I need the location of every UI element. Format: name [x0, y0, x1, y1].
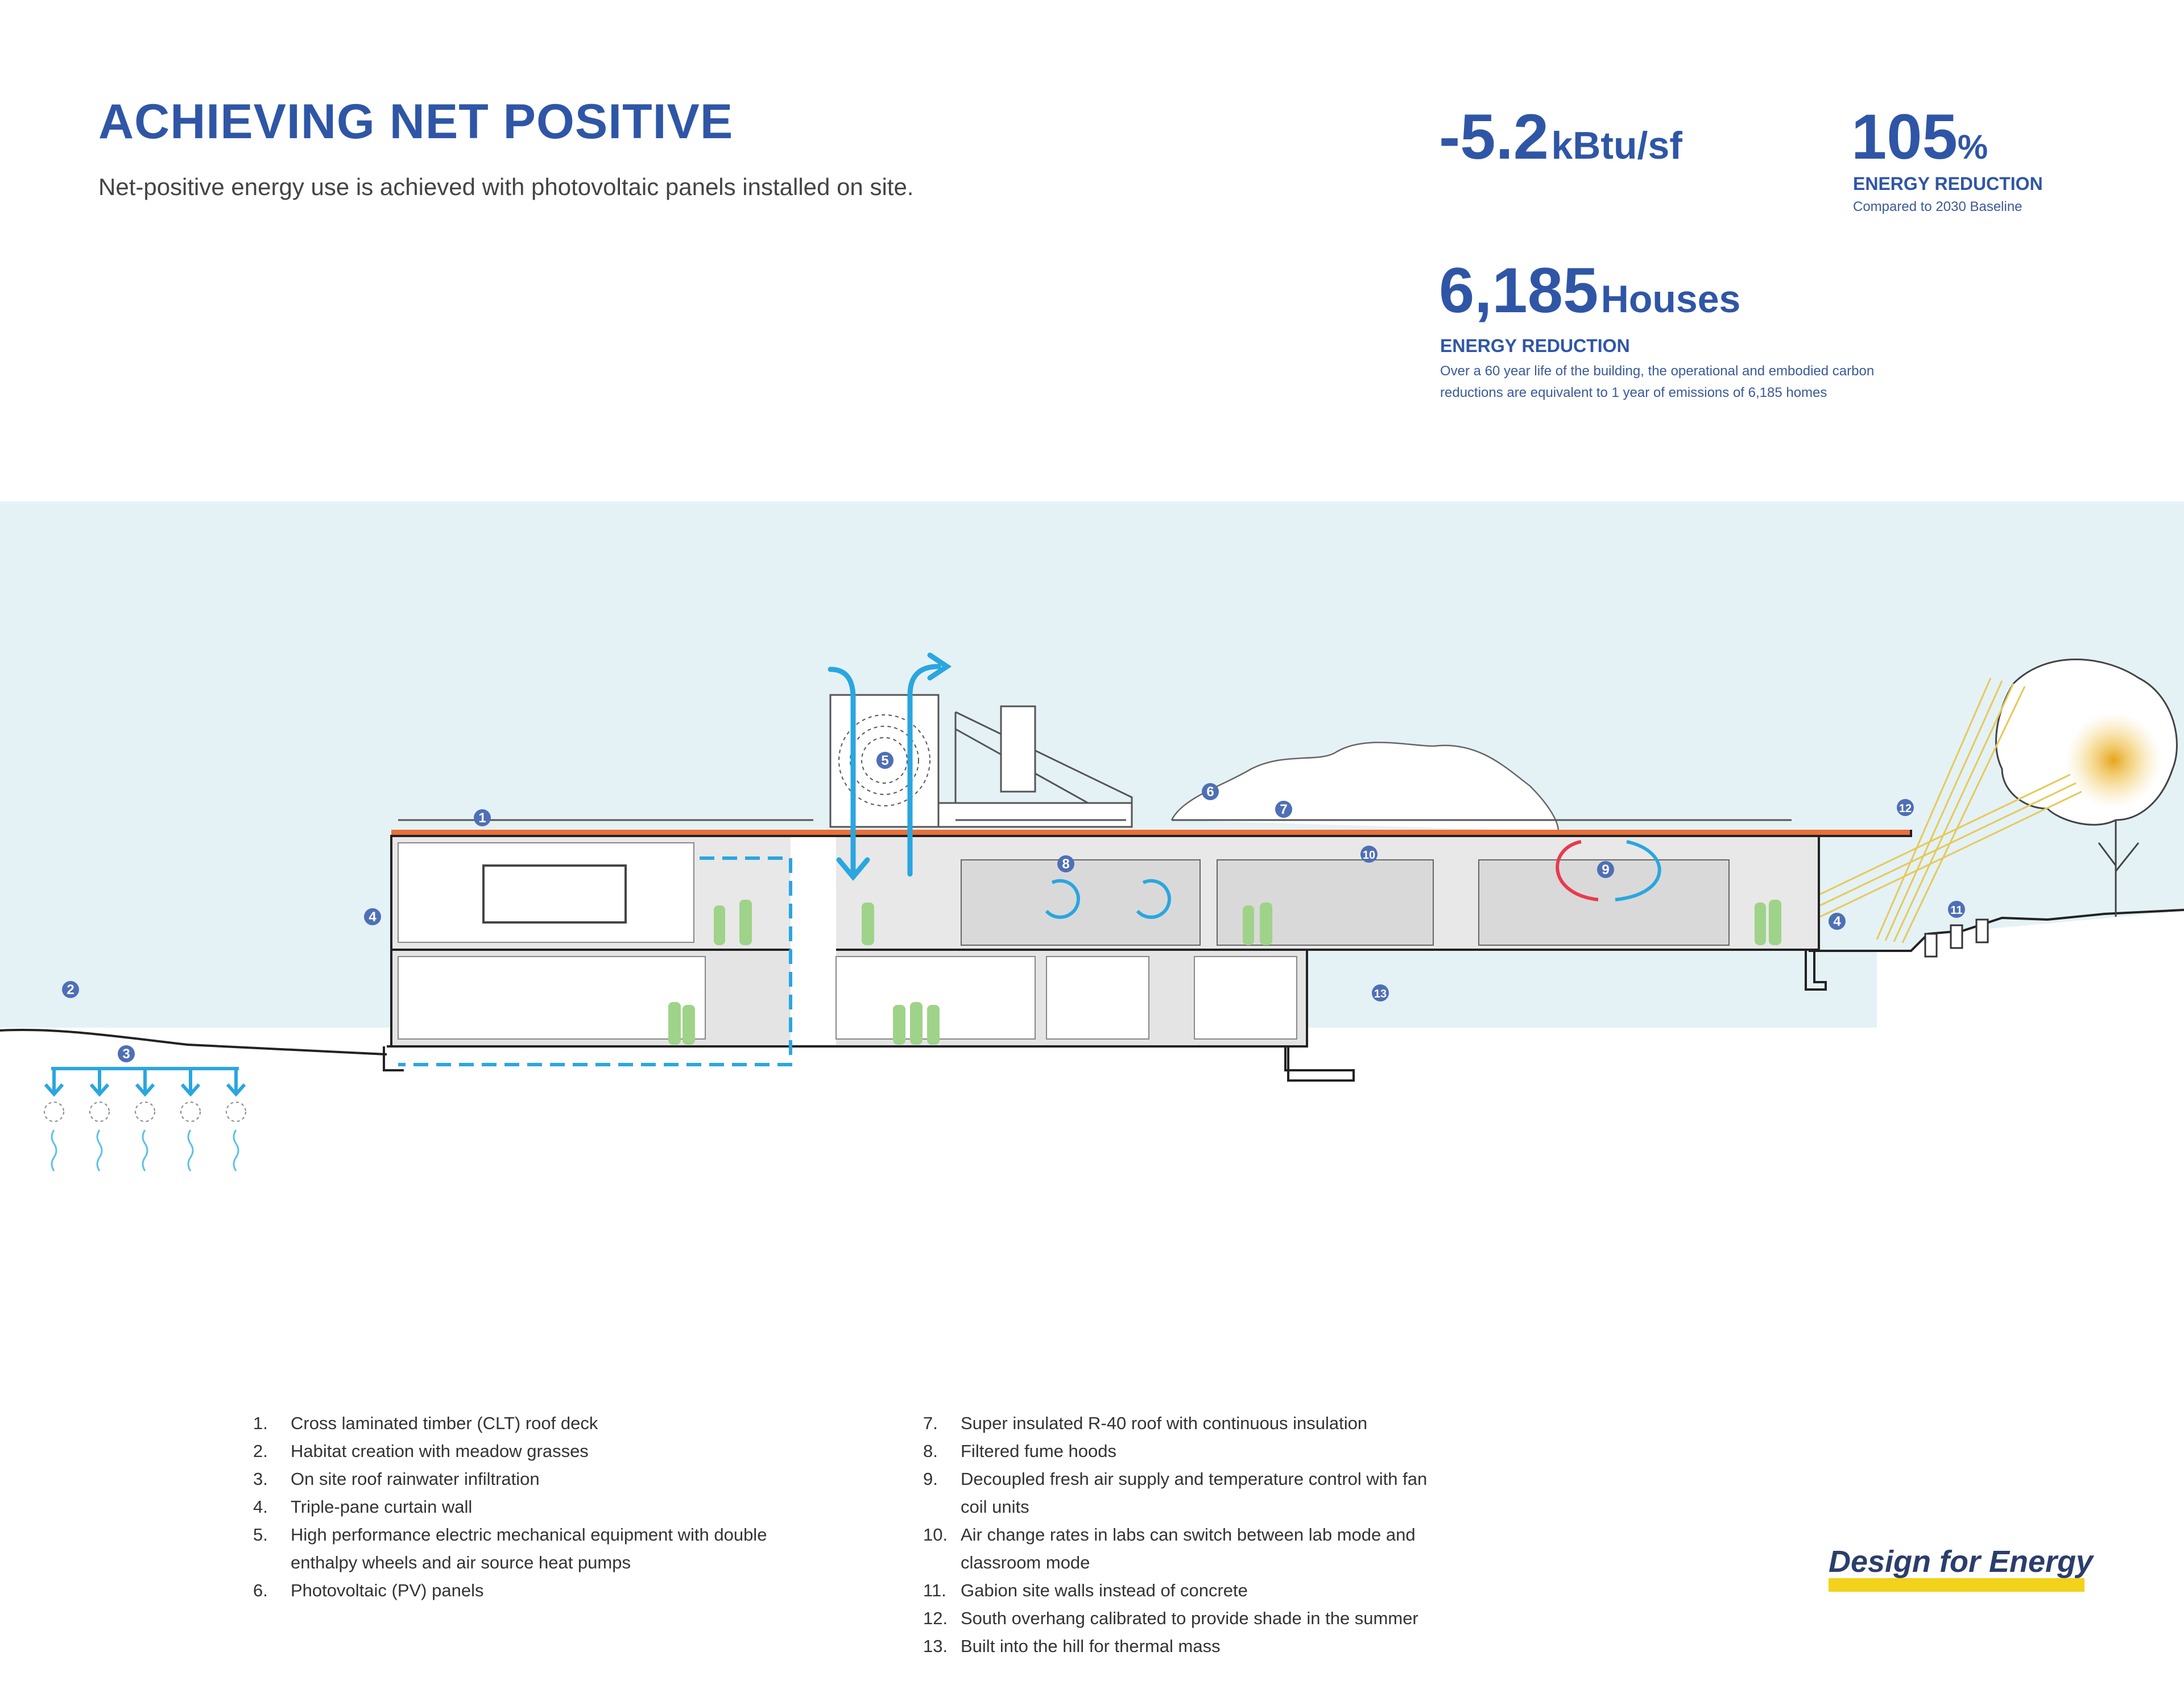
- sun-rays: [1808, 677, 2082, 943]
- building-section-diagram: 1 2 3 4 4 5 6 7 8 9 10 11 12 13: [0, 502, 2184, 1212]
- reduction-unit: %: [1957, 128, 1988, 166]
- legend-item: 1.Cross laminated timber (CLT) roof deck: [253, 1413, 598, 1433]
- marker-2: 2: [67, 982, 74, 997]
- legend-item: 2.Habitat creation with meadow grasses: [253, 1441, 589, 1461]
- marker-3: 3: [122, 1046, 130, 1062]
- reduction-note: Compared to 2030 Baseline: [1853, 199, 2022, 214]
- sun-icon: [2065, 712, 2162, 809]
- marker-9: 9: [1602, 862, 1609, 877]
- eui-value: -5.2: [1439, 101, 1549, 172]
- fume-hood-circulation: [1045, 879, 1171, 919]
- reduction-label: ENERGY REDUCTION: [1853, 173, 2043, 194]
- upper-lab-1: [961, 859, 1201, 946]
- ground-line: [0, 1029, 387, 1055]
- legend-item: 9.Decoupled fresh air supply and tempera…: [923, 1469, 1428, 1517]
- gabion-walls: [1924, 918, 1989, 958]
- lower-room-1: [398, 956, 706, 1040]
- reduction-stat: 105%: [1851, 105, 1988, 169]
- lower-room-4: [1194, 956, 1297, 1040]
- rainwater-route: [398, 856, 792, 1066]
- marker-6: 6: [1206, 784, 1214, 800]
- page-subtitle: Net-positive energy use is achieved with…: [98, 173, 914, 200]
- diagram-markers: 1 2 3 4 4 5 6 7 8 9 10 11 12 13: [62, 752, 1965, 1062]
- page-title: ACHIEVING NET POSITIVE: [98, 94, 734, 149]
- legend-item: 6.Photovoltaic (PV) panels: [253, 1580, 484, 1600]
- houses-note: Over a 60 year life of the building, the…: [1440, 361, 1874, 404]
- houses-unit: Houses: [1600, 278, 1741, 321]
- marker-13: 13: [1374, 988, 1387, 1000]
- legend-left: 1.Cross laminated timber (CLT) roof deck…: [253, 1409, 780, 1604]
- legend-item: 12.South overhang calibrated to provide …: [923, 1608, 1418, 1628]
- legend-item: 7.Super insulated R-40 roof with continu…: [923, 1413, 1368, 1433]
- houses-label: ENERGY REDUCTION: [1440, 336, 1630, 356]
- reduction-value: 105: [1851, 101, 1958, 172]
- mech-shaft: [791, 837, 836, 1045]
- marker-8: 8: [1062, 856, 1069, 872]
- marker-7: 7: [1280, 802, 1287, 817]
- legend-item: 11.Gabion site walls instead of concrete: [923, 1580, 1248, 1600]
- heat-pump-frame: [937, 705, 1133, 828]
- brand-tagline: Design for Energy: [1829, 1545, 2094, 1579]
- legend-item: 3.On site roof rainwater infiltration: [253, 1469, 540, 1489]
- legend-item: 8.Filtered fume hoods: [923, 1441, 1116, 1461]
- marker-10: 10: [1363, 849, 1375, 862]
- infiltration-wells: [44, 1069, 246, 1172]
- marker-5: 5: [881, 753, 888, 768]
- houses-stat: 6,185 Houses: [1439, 259, 1740, 322]
- legend-item: 13.Built into the hill for thermal mass: [923, 1636, 1221, 1656]
- houses-note-line-2: reductions are equivalent to 1 year of e…: [1440, 385, 1827, 400]
- fan-coil-cool-arrow: [1615, 840, 1661, 901]
- occupants: [668, 900, 1781, 1045]
- fan-icon: [838, 714, 930, 806]
- houses-value: 6,185: [1439, 255, 1599, 326]
- marker-12: 12: [1899, 802, 1912, 815]
- airflow-arrows: [828, 652, 952, 881]
- marker-4-left: 4: [369, 909, 377, 925]
- marker-11: 11: [1950, 904, 1962, 917]
- fan-coil-warm-arrow: [1556, 840, 1599, 901]
- tree-canopy-outline: [1170, 742, 1560, 832]
- lower-room-3: [1046, 956, 1149, 1040]
- roof-insulation: [391, 830, 1911, 836]
- marker-1: 1: [478, 810, 486, 826]
- legend-right: 7.Super insulated R-40 roof with continu…: [923, 1409, 1450, 1660]
- marker-4-right: 4: [1833, 914, 1841, 929]
- brand-underline: [1829, 1578, 2084, 1592]
- roof-overhang: [1814, 830, 1912, 837]
- whiteboard: [482, 864, 627, 924]
- houses-note-line-1: Over a 60 year life of the building, the…: [1440, 363, 1875, 379]
- eui-unit: kBtu/sf: [1551, 124, 1682, 167]
- legend-item: 5.High performance electric mechanical e…: [253, 1525, 767, 1572]
- legend-item: 10.Air change rates in labs can switch b…: [923, 1525, 1416, 1572]
- retaining-wall: [1306, 949, 1819, 1046]
- eui-stat: -5.2 kBtu/sf: [1439, 105, 1682, 169]
- legend-item: 4.Triple-pane curtain wall: [253, 1497, 473, 1517]
